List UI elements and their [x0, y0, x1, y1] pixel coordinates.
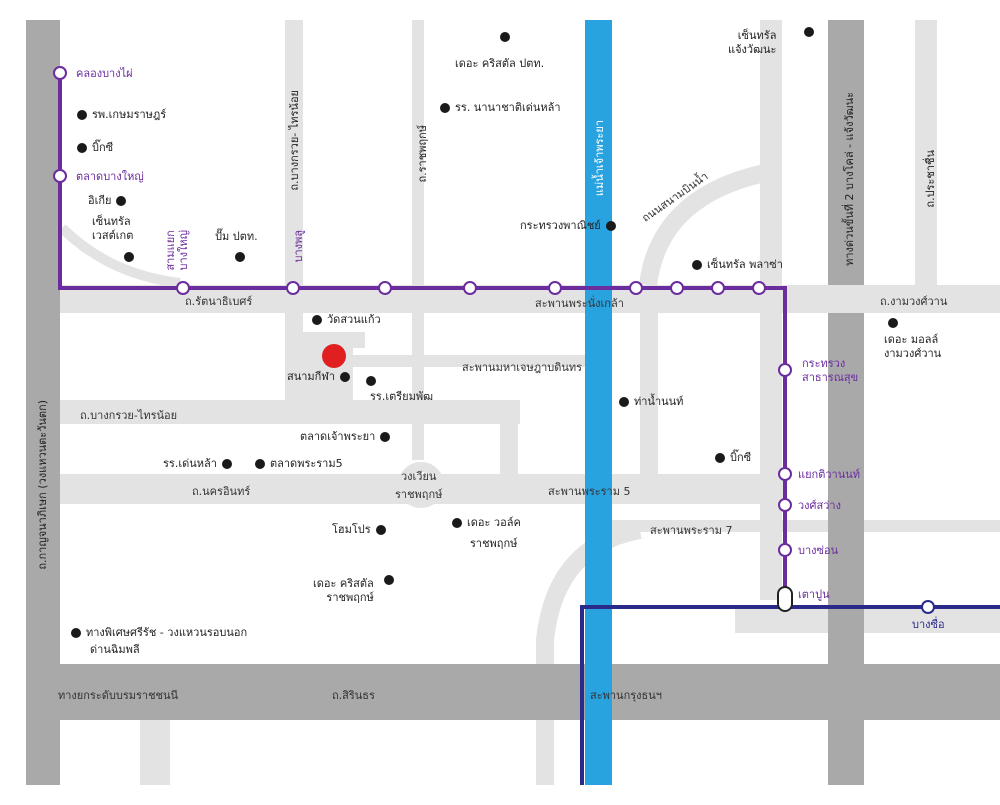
station-bang-sue: บางซื่อ [912, 618, 945, 631]
station-tao-poon: เตาปูน [798, 588, 830, 601]
prachachuen-label: ถ.ประชาชื่น [924, 150, 937, 208]
poi-special-road: ทางพิเศษศรีรัช - วงแหวนรอบนอก [71, 625, 247, 640]
poi-commerce: กระทรวงพาณิชย์ [520, 218, 616, 233]
poi-sanam-keela: สนามกีฬา [287, 369, 351, 384]
river-label: แม่น้ำเจ้าพระยา [593, 120, 606, 197]
poi-wat-suan: วัดสวนแก้ว [312, 312, 381, 327]
station-yaek-tiwanon: แยกติวานนท์ [798, 468, 860, 481]
poi-nanachat: รร. นานาชาติเด่นหล้า [440, 100, 561, 115]
bangkruai-h-label: ถ.บางกรวย-ไทรน้อย [80, 409, 178, 422]
ngamwongwan-label: ถ.งามวงศ์วาน [880, 295, 948, 308]
poi-crystal-rp: เดอะ คริสตัลราชพฤกษ์ [313, 577, 374, 604]
site-marker [322, 344, 346, 368]
poi-crystal-rp-dot [384, 575, 394, 585]
poi-home-pro: โฮมโปร [332, 522, 386, 537]
poi-central-west-dot [124, 252, 134, 262]
poi-triam: รร.เตรียมพัฒ [370, 390, 434, 403]
station-sam-yaek: สามแยกบางใหญ่ [164, 230, 190, 271]
roundabout-label: วงเวียนราชพฤกษ์ [395, 470, 443, 501]
poi-the-walk-dot: เดอะ วอล์ค [452, 515, 521, 530]
bridge-rama5-label: สะพานพระราม 5 [548, 485, 631, 498]
poi-central-chaeng: เซ็นทรัลแจ้งวัฒนะ [728, 29, 777, 56]
poi-central-west: เซ็นทรัลเวสต์เกต [92, 215, 134, 242]
bangkruai-v-label: ถ.บางกรวย- ไทรน้อย [288, 90, 301, 191]
poi-crystal-ptt-dot [500, 32, 510, 42]
poi-triam-dot [366, 376, 376, 386]
poi-tha-nam: ท่าน้ำนนท์ [619, 394, 683, 409]
borommaratchachonnani-label: ทางยกระดับบรมราชชนนี [58, 689, 179, 702]
poi-central-plaza: เซ็นทรัล พลาซ่า [692, 257, 783, 272]
poi-denla: รร.เด่นหล้า [163, 456, 232, 471]
poi-talad-chao: ตลาดเจ้าพระยา [300, 429, 391, 444]
station-bang-phlu: บางพลู [292, 230, 305, 263]
ratchaphruek-label: ถ.ราชพฤกษ์ [416, 125, 429, 183]
expressway-label: ทางด่วนขั้นที่ 2 บางโคล่ - แจ้งวัฒนะ [843, 92, 856, 266]
poi-bigc2: บิ๊กซี [715, 450, 751, 465]
poi-ptt-pump-dot [235, 252, 245, 262]
sirindhorn-label: ถ.สิรินธร [332, 689, 375, 702]
poi-the-mall-dot [888, 318, 898, 328]
station-krasuang: กระทรวงสาธารณสุข [802, 357, 859, 384]
poi-the-walk-line2: ราชพฤกษ์ [470, 537, 518, 550]
poi-crystal-ptt: เดอะ คริสตัล ปตท. [455, 57, 545, 70]
bridge-rama7-label: สะพานพระราม 7 [650, 524, 733, 537]
poi-kasemrad: รพ.เกษมราษฎร์ [77, 107, 166, 122]
poi-ptt-pump: ปั๊ม ปตท. [215, 230, 258, 243]
station-talad-bang-yai: ตลาดบางใหญ่ [76, 170, 144, 183]
rattanathibet-label: ถ.รัตนาธิเบศร์ [185, 295, 253, 308]
poi-special-road-line2: ด่านฉิมพลี [90, 643, 140, 656]
poi-talad-rama5: ตลาดพระราม5 [255, 456, 343, 471]
bridge-krungthon-label: สะพานกรุงธนฯ [590, 689, 662, 702]
bridge-maha-label: สะพานมหาเจษฎาบดินทร [462, 361, 583, 374]
nakhon-in-label: ถ.นครอินทร์ [192, 485, 251, 498]
kanchanaphisek-label: ถ.กาญจนาภิเษก (วงแหวนตะวันตก) [36, 400, 49, 570]
poi-bigc1: บิ๊กซี [77, 140, 113, 155]
bridge-nonthaburi-label: สะพานพระนั่งเกล้า [535, 297, 624, 310]
station-wong-sawang: วงศ์สว่าง [798, 499, 841, 512]
station-bang-son: บางซ่อน [798, 544, 839, 557]
station-khlong-bang-phai: คลองบางไผ่ [76, 67, 133, 80]
poi-ikea: อิเกีย [88, 193, 127, 208]
poi-the-mall: เดอะ มอลล์งามวงศ์วาน [884, 333, 942, 360]
poi-central-chaeng-dot [804, 27, 814, 37]
